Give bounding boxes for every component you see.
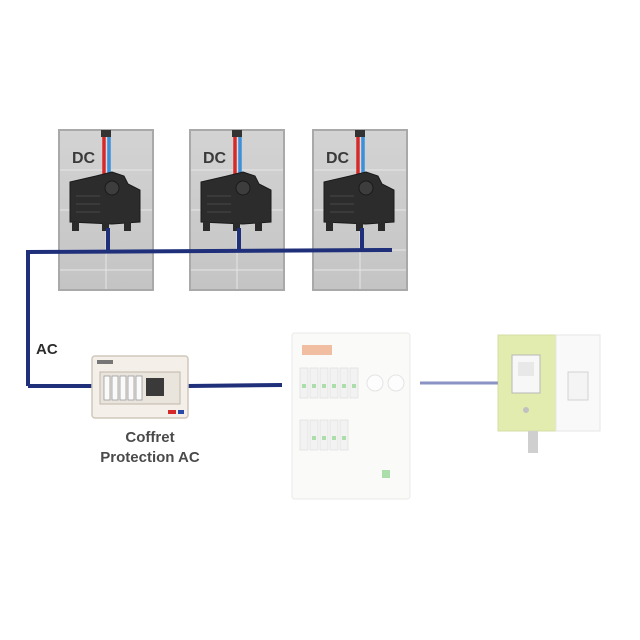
meter-box (497, 334, 601, 453)
dc-label-panel-3: DC (326, 150, 350, 167)
microinverter-2 (200, 171, 272, 231)
microinverter-3 (323, 171, 395, 231)
dc-label-panel-2: DC (203, 150, 227, 167)
coffret-label-line-1: Coffret (125, 429, 175, 446)
dc-label-panel-1: DC (72, 150, 96, 167)
ac-label: AC (36, 341, 58, 358)
ac-protection-box (91, 355, 189, 419)
coffret-label-line-2: Protection AC (100, 449, 200, 466)
dc-cables (101, 130, 365, 178)
ac-protection-box-label: Coffret Protection AC (70, 428, 230, 468)
microinverter-1 (69, 171, 141, 231)
ac-cable (26, 228, 393, 388)
distribution-board (291, 332, 411, 500)
